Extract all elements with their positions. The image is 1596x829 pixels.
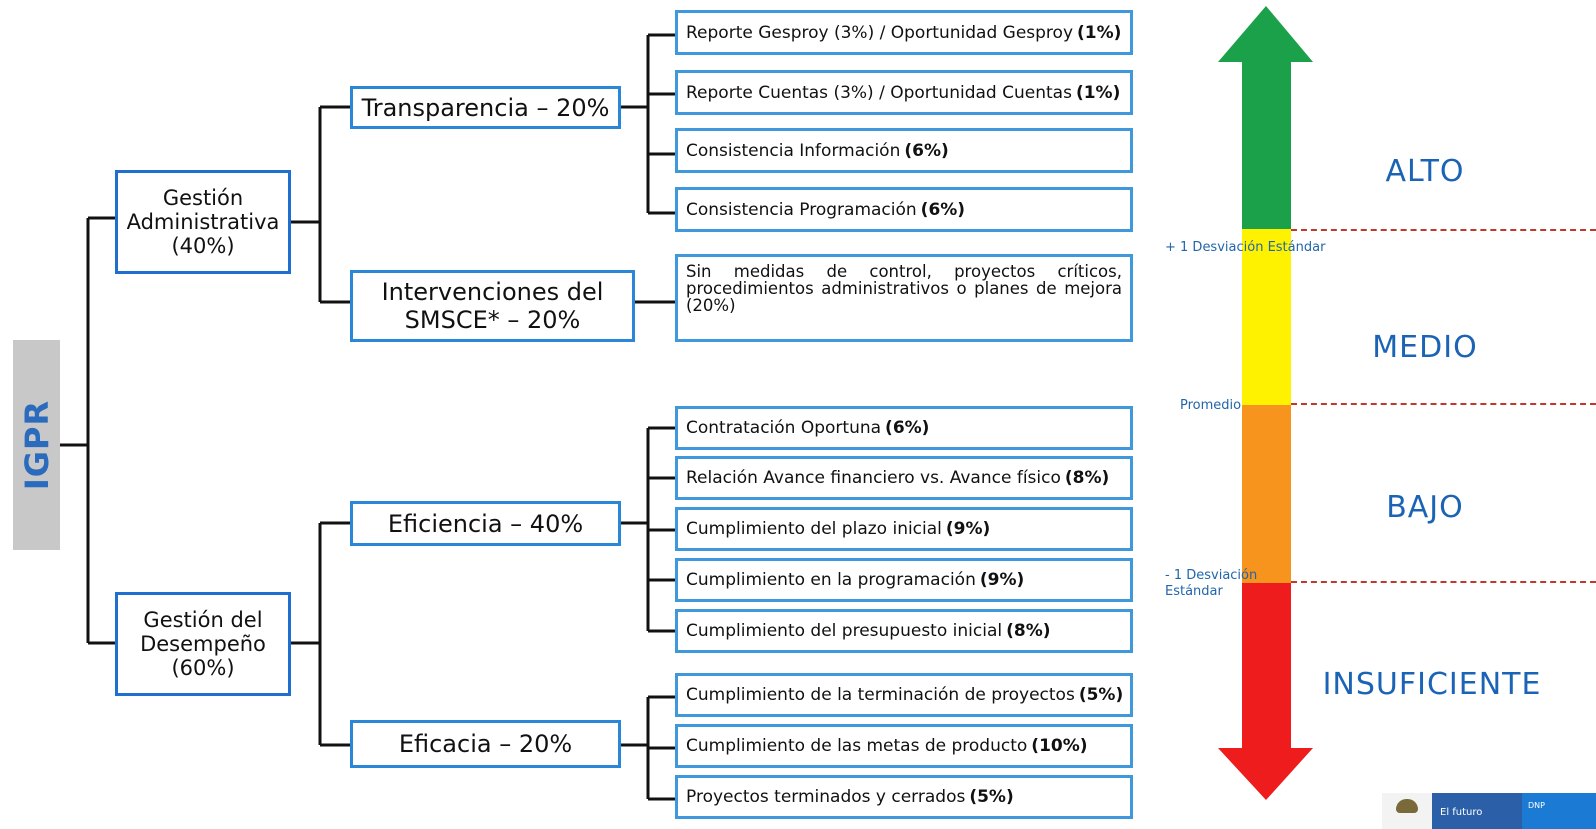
insuficiente-band: [1218, 583, 1313, 800]
leaf-sin-medidas-control: Sin medidas de control, proyectos crític…: [675, 254, 1133, 342]
threshold-label-minus-1sd: - 1 Desviación Estándar: [1165, 568, 1258, 599]
logo-tag: DNP: [1522, 793, 1596, 829]
leaf-reporte-cuentas: Reporte Cuentas (3%) / Oportunidad Cuent…: [675, 70, 1133, 115]
leaf-metas-producto: Cumplimiento de las metas de producto(10…: [675, 724, 1133, 768]
scale-arrow: [1218, 6, 1313, 800]
logo-slogan: El futuro: [1432, 793, 1522, 829]
threshold-line-promedio: [1291, 403, 1596, 405]
leaf-contratacion-oportuna: Contratación Oportuna(6%): [675, 406, 1133, 450]
level-insuficiente: INSUFICIENTE: [1322, 667, 1542, 702]
node-gestion-administrativa: Gestión Administrativa (40%): [115, 170, 291, 274]
node-intervenciones-smsce: Intervenciones del SMSCE* – 20%: [350, 270, 635, 342]
level-alto: ALTO: [1385, 154, 1465, 189]
node-gestion-desempeno: Gestión del Desempeño (60%): [115, 592, 291, 696]
threshold-label-plus-1sd: + 1 Desviación Estándar: [1165, 240, 1326, 255]
leaf-presupuesto-inicial: Cumplimiento del presupuesto inicial(8%): [675, 609, 1133, 653]
leaf-relacion-avance: Relación Avance financiero vs. Avance fí…: [675, 456, 1133, 500]
leaf-plazo-inicial: Cumplimiento del plazo inicial(9%): [675, 507, 1133, 551]
dnp-logo: El futuro DNP: [1382, 793, 1596, 829]
level-medio: MEDIO: [1372, 330, 1478, 365]
root-label: IGPR: [17, 399, 56, 491]
threshold-label-promedio: Promedio: [1180, 398, 1242, 413]
level-bajo: BAJO: [1386, 490, 1464, 525]
node-eficacia: Eficacia – 20%: [350, 720, 621, 768]
medio-band: [1242, 229, 1291, 405]
coat-of-arms-icon: [1382, 793, 1432, 829]
root-igpr: IGPR: [13, 340, 60, 550]
leaf-terminacion-proyectos: Cumplimiento de la terminación de proyec…: [675, 673, 1133, 717]
bajo-band: [1242, 405, 1291, 583]
threshold-line-minus-1sd: [1291, 581, 1596, 583]
node-transparencia: Transparencia – 20%: [350, 86, 621, 129]
leaf-consistencia-programacion: Consistencia Programación(6%): [675, 187, 1133, 232]
node-eficiencia: Eficiencia – 40%: [350, 501, 621, 546]
alto-band: [1218, 6, 1313, 229]
leaf-consistencia-informacion: Consistencia Información(6%): [675, 128, 1133, 173]
leaf-programacion: Cumplimiento en la programación(9%): [675, 558, 1133, 602]
leaf-reporte-gesproy: Reporte Gesproy (3%) / Oportunidad Gespr…: [675, 10, 1133, 55]
leaf-proyectos-terminados: Proyectos terminados y cerrados(5%): [675, 775, 1133, 819]
threshold-line-plus-1sd: [1291, 229, 1596, 231]
